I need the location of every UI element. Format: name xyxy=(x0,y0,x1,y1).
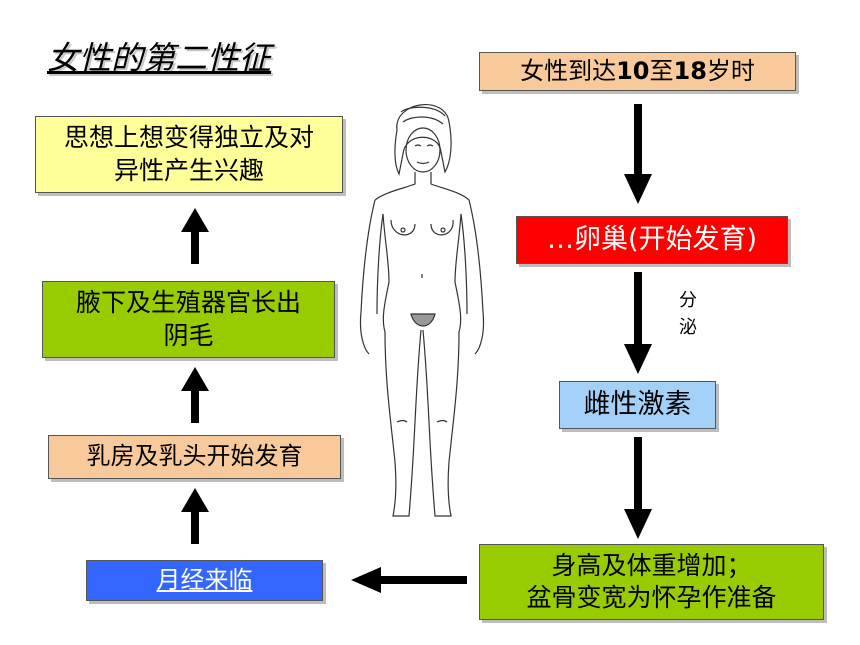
arrow-down-3 xyxy=(624,437,652,539)
female-figure-illustration xyxy=(359,104,485,517)
pubic-hair-box: 腋下及生殖器官长出 阴毛 xyxy=(42,281,335,358)
arrow-down-1 xyxy=(624,104,652,204)
arrow-up-2 xyxy=(181,367,209,423)
ovary-box: …卵巢(开始发育) xyxy=(516,216,788,264)
age-text: 女性到达10至18岁时 xyxy=(520,56,755,85)
hormone-box: 雌性激素 xyxy=(559,381,716,429)
menstruation-box: 月经来临 xyxy=(86,560,323,601)
secrete-label: 分 泌 xyxy=(679,290,697,338)
arrow-left xyxy=(351,567,467,593)
arrow-up-3 xyxy=(181,208,209,264)
menstruation-link[interactable]: 月经来临 xyxy=(156,565,253,594)
arrow-up-1 xyxy=(181,488,209,544)
growth-box: 身高及体重增加； 盆骨变宽为怀孕作准备 xyxy=(479,544,824,620)
breast-box: 乳房及乳头开始发育 xyxy=(48,435,341,479)
arrow-down-2 xyxy=(624,272,652,374)
page-title: 女性的第二性征 xyxy=(47,39,272,77)
age-box: 女性到达10至18岁时 xyxy=(479,52,796,91)
interest-box: 思想上想变得独立及对 异性产生兴趣 xyxy=(35,116,343,193)
